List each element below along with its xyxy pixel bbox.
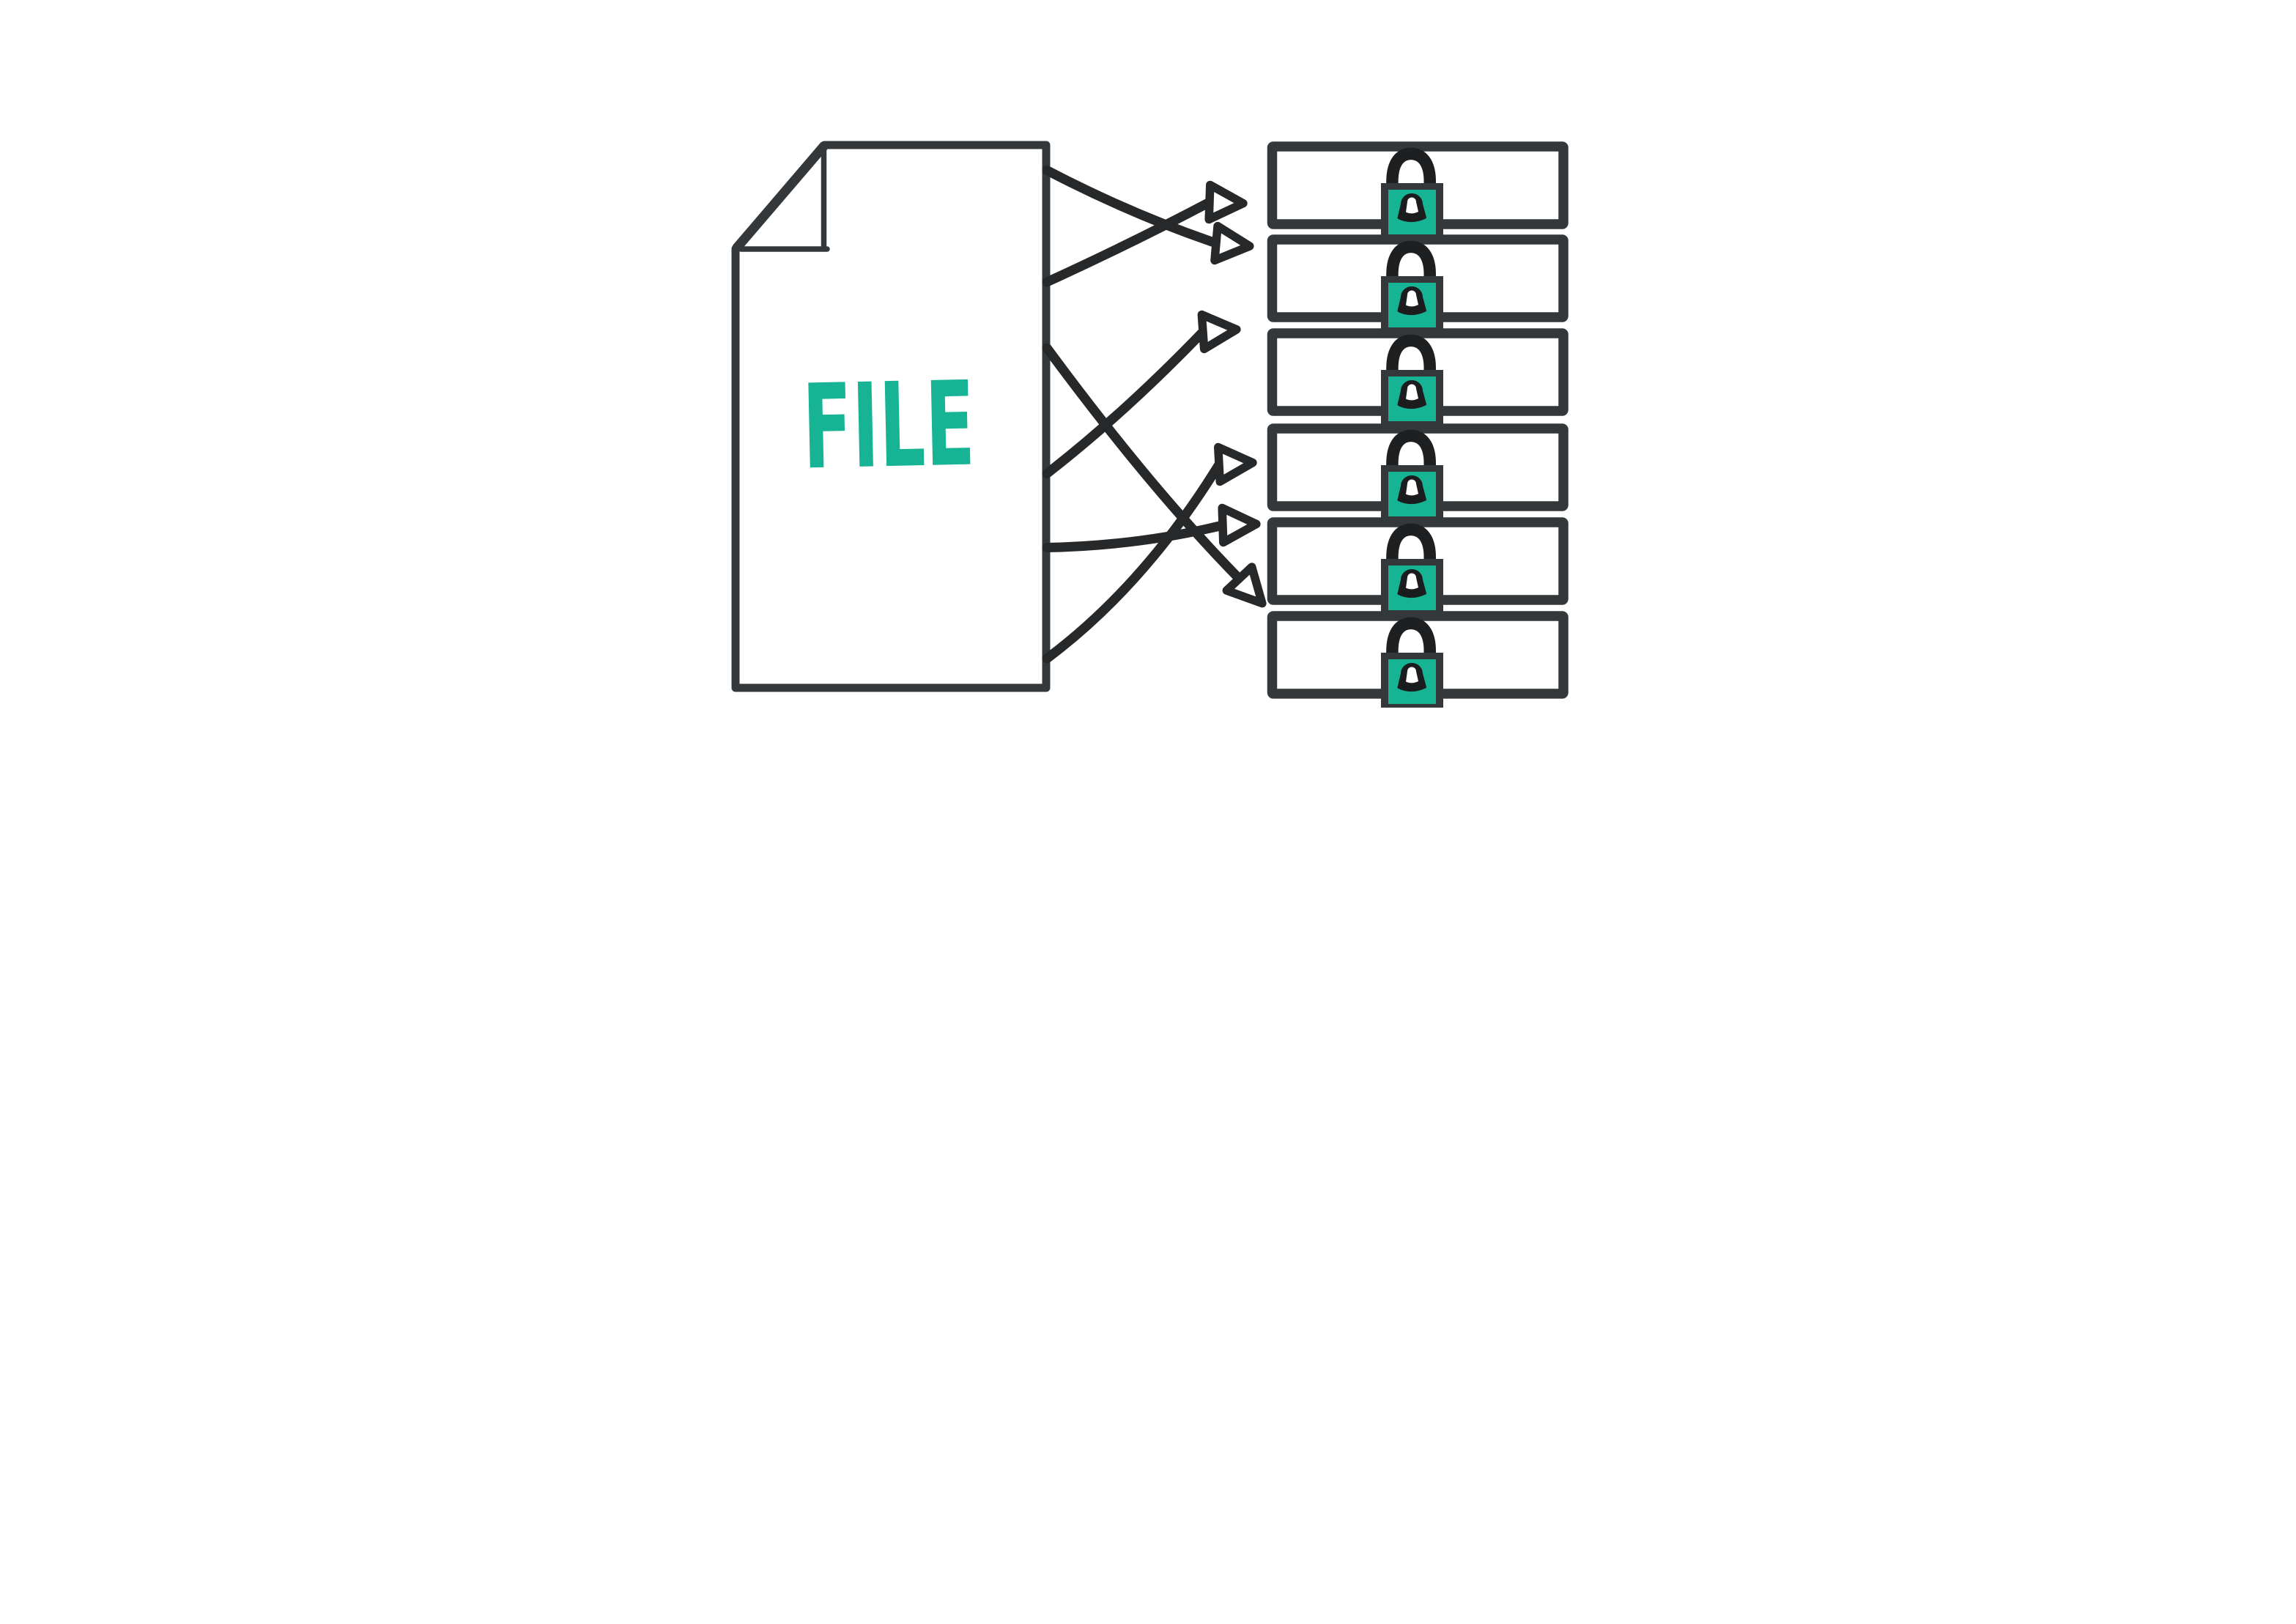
arrowhead-icon [1213, 442, 1257, 486]
lock-shackle [1385, 147, 1436, 197]
file-label: FILE [801, 357, 976, 496]
encryption-diagram: FILE [731, 141, 1569, 708]
lock-shackle [1385, 429, 1436, 479]
arrow-chunk-4-to-block-3 [1042, 310, 1241, 478]
arrowhead-icon [1217, 503, 1261, 547]
lock-icon [1380, 429, 1443, 520]
lock-icon [1380, 334, 1443, 425]
keyhole-center [1405, 479, 1418, 496]
lock-shackle [1385, 617, 1436, 667]
arrow-shaft [1042, 520, 1227, 552]
arrowhead-icon [1222, 563, 1267, 608]
file-fold-corner [738, 147, 830, 252]
diagram-stage: FILE [574, 0, 1722, 812]
encrypted-block-5 [1267, 517, 1569, 614]
mapping-arrows [1042, 166, 1267, 664]
encrypted-block-4 [1267, 423, 1569, 520]
arrow-chunk-1-to-block-2 [1042, 166, 1254, 265]
lock-icon [1380, 240, 1443, 331]
encrypted-block-2 [1267, 234, 1569, 331]
keyhole-center [1405, 573, 1418, 590]
keyhole-center [1405, 667, 1418, 683]
lock-icon [1380, 523, 1443, 614]
lock-shackle [1385, 240, 1436, 290]
lock-icon [1380, 147, 1443, 238]
arrow-shaft [1042, 197, 1214, 287]
arrowhead-icon [1210, 221, 1254, 265]
lock-shackle [1385, 334, 1436, 384]
arrow-shaft [1042, 166, 1221, 248]
file-document: FILE [731, 141, 1050, 692]
arrowhead-icon [1197, 310, 1241, 354]
arrow-shaft [1042, 343, 1244, 584]
encrypted-block-1 [1267, 141, 1569, 238]
arrowhead-icon [1204, 180, 1248, 224]
lock-icon [1380, 617, 1443, 708]
arrow-shaft [1042, 327, 1207, 478]
arrow-chunk-2-to-block-1 [1042, 180, 1248, 287]
file-fold-diagonal [732, 141, 829, 253]
arrow-chunk-6-to-block-4 [1042, 442, 1257, 664]
encrypted-block-6 [1267, 611, 1569, 708]
arrow-chunk-5-to-block-5 [1042, 503, 1261, 552]
keyhole-center [1405, 290, 1418, 307]
encrypted-blocks [1267, 141, 1569, 708]
lock-shackle [1385, 523, 1436, 573]
keyhole-center [1405, 384, 1418, 401]
encrypted-block-3 [1267, 328, 1569, 425]
keyhole-center [1405, 197, 1418, 214]
arrow-shaft [1042, 459, 1223, 664]
arrow-chunk-3-to-block-6 [1042, 343, 1267, 608]
